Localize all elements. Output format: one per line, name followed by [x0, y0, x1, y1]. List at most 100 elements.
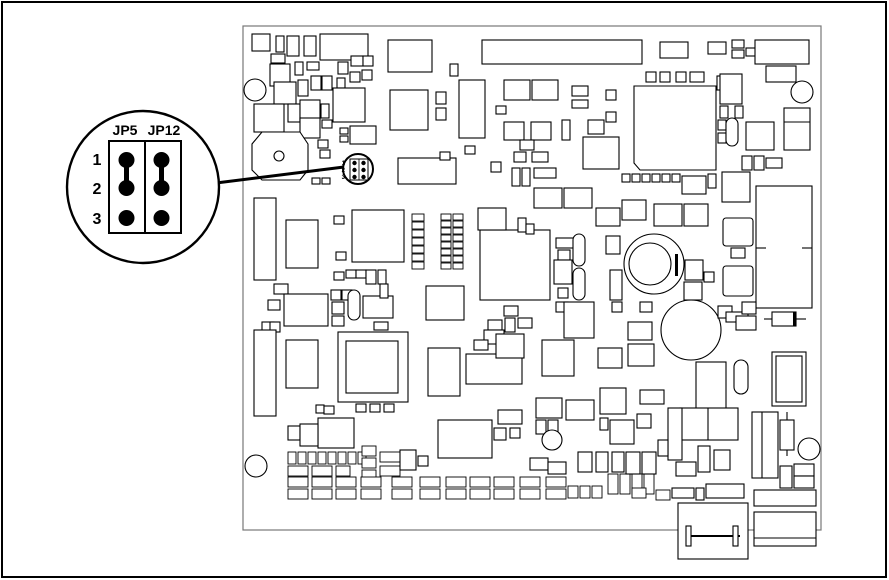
passive-component: [519, 488, 541, 500]
component: [659, 71, 671, 83]
component: [621, 199, 647, 221]
passive-component: [440, 220, 452, 228]
component: [599, 387, 627, 415]
ic-chip: [285, 339, 319, 389]
board-pin-label-3: 3: [342, 175, 346, 181]
graphics-chip: [345, 340, 399, 394]
passive-component: [311, 465, 333, 477]
passive-component: [311, 476, 333, 488]
passive-component: [327, 451, 337, 465]
component: [267, 299, 281, 311]
component: [294, 61, 304, 76]
crystal: [725, 117, 739, 147]
component: [675, 71, 687, 83]
passive-component: [361, 457, 377, 469]
component: [321, 75, 333, 91]
component: [321, 119, 333, 129]
component: [535, 419, 547, 435]
component: [350, 55, 364, 67]
jp5-jumper: [118, 152, 135, 226]
component: [490, 161, 502, 173]
passive-component: [391, 488, 413, 500]
component: [557, 249, 571, 261]
passive-component: [493, 476, 515, 488]
component: [361, 69, 373, 81]
jumper-callout: JP5 JP12 1 2 3: [65, 109, 221, 265]
passive-component: [452, 227, 464, 235]
component: [333, 215, 345, 225]
component: [270, 53, 286, 64]
component: [287, 425, 301, 441]
passive-component: [361, 445, 377, 457]
memory-module: [253, 329, 277, 417]
passive-component: [411, 229, 425, 238]
passive-component: [391, 476, 413, 488]
passive-component: [452, 255, 464, 263]
component: [509, 427, 521, 439]
board-jumper-pin: [361, 174, 366, 180]
passive-component: [519, 476, 541, 488]
ic-chip: [317, 417, 355, 449]
component: [511, 167, 521, 187]
component: [605, 235, 621, 255]
header-connector: [481, 39, 643, 65]
connector: [753, 511, 817, 547]
component: [337, 61, 349, 75]
component: [689, 71, 705, 83]
component: [323, 405, 335, 415]
component: [503, 121, 525, 141]
component: [297, 79, 309, 97]
buzzer-hole: [273, 150, 285, 162]
component: [306, 61, 320, 71]
passive-component: [440, 241, 452, 249]
component: [697, 445, 711, 473]
component: [627, 343, 655, 367]
board-jumper-header: 1 2 3: [342, 153, 374, 185]
component: [653, 203, 683, 227]
component: [399, 449, 417, 471]
passive-component: [379, 465, 401, 477]
component: [319, 149, 331, 159]
jp12-pin-3: [153, 210, 170, 226]
passive-component: [440, 227, 452, 235]
component: [335, 251, 347, 261]
callout-leader-line: [215, 165, 345, 185]
component: [741, 155, 753, 171]
passive-component: [607, 473, 619, 495]
connector-block: [751, 411, 779, 479]
component: [577, 451, 593, 473]
component: [331, 315, 345, 327]
crystal: [733, 359, 749, 395]
component: [611, 301, 623, 313]
component: [651, 173, 661, 183]
component: [561, 119, 571, 141]
component: [495, 333, 525, 359]
passive-component: [287, 488, 309, 500]
component: [793, 463, 815, 477]
component: [627, 321, 653, 341]
component: [287, 103, 301, 123]
ic-chip: [425, 285, 465, 321]
component: [379, 283, 389, 299]
component: [625, 451, 641, 475]
component: [645, 71, 657, 83]
passive-component: [452, 262, 464, 270]
component: [521, 167, 531, 187]
component: [320, 103, 330, 119]
capacitor: [541, 429, 563, 451]
passive-component: [545, 476, 567, 488]
component: [717, 119, 727, 131]
ic-chip: [283, 293, 329, 327]
passive-component: [307, 451, 317, 465]
component: [659, 41, 689, 59]
passive-component: [411, 261, 425, 270]
component: [703, 271, 715, 283]
passive-component: [360, 476, 382, 488]
jp12-shunt-bar: [159, 160, 164, 188]
component: [365, 269, 377, 285]
component: [355, 403, 367, 413]
component: [765, 157, 783, 169]
component: [671, 173, 681, 183]
board-jumper-pin: [352, 174, 357, 180]
component: [397, 157, 457, 185]
